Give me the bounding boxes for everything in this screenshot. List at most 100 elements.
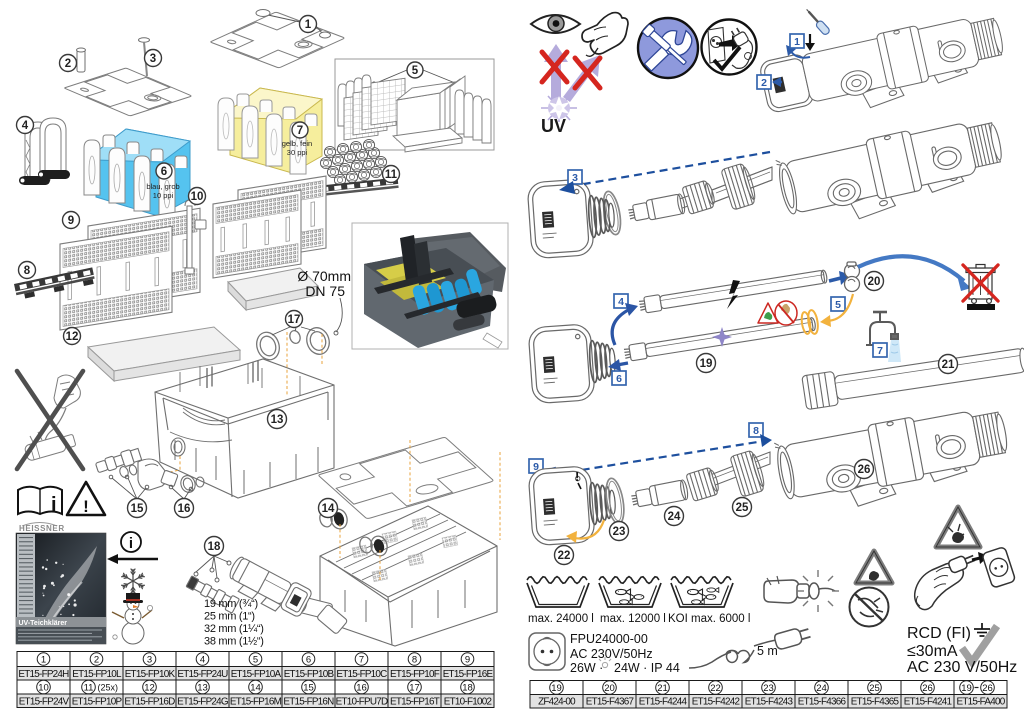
svg-text:8: 8 xyxy=(412,654,417,665)
svg-text:ET15-FP24H: ET15-FP24H xyxy=(18,669,69,680)
svg-text:9: 9 xyxy=(465,654,470,665)
svg-text:10: 10 xyxy=(38,682,49,693)
svg-text:9: 9 xyxy=(533,461,539,473)
svg-text:i: i xyxy=(129,535,133,552)
svg-text:15: 15 xyxy=(303,682,314,693)
svg-text:ET15-FP16M: ET15-FP16M xyxy=(230,697,282,708)
svg-text:19: 19 xyxy=(700,358,713,370)
svg-text:ET10-FPU7D: ET10-FPU7D xyxy=(336,697,388,708)
svg-text:6: 6 xyxy=(616,373,622,385)
svg-text:1: 1 xyxy=(794,36,800,48)
svg-text:3: 3 xyxy=(147,654,152,665)
svg-text:2: 2 xyxy=(65,58,71,70)
svg-text:23: 23 xyxy=(613,526,626,538)
svg-text:max. 24000 l: max. 24000 l xyxy=(528,613,594,625)
svg-text:ET15-F4365: ET15-F4365 xyxy=(851,697,900,708)
svg-text:i: i xyxy=(51,494,57,516)
svg-text:(25x): (25x) xyxy=(98,683,119,693)
svg-text:26: 26 xyxy=(982,683,993,694)
svg-text:ET15-FP24V: ET15-FP24V xyxy=(19,697,70,708)
svg-text:11: 11 xyxy=(385,169,398,181)
svg-text:ET15-FP16D: ET15-FP16D xyxy=(124,697,175,708)
svg-text:16: 16 xyxy=(178,503,191,515)
svg-text:8: 8 xyxy=(24,265,31,277)
svg-text:ET15-F4242: ET15-F4242 xyxy=(692,697,740,708)
svg-text:32 mm (1¼“): 32 mm (1¼“) xyxy=(204,623,264,635)
svg-text:ET15-FA400: ET15-FA400 xyxy=(957,697,1006,708)
svg-text:22: 22 xyxy=(558,550,571,562)
svg-text:5 m: 5 m xyxy=(757,644,778,658)
svg-text:38 mm (1½“): 38 mm (1½“) xyxy=(204,636,264,648)
svg-text:max. 12000 l: max. 12000 l xyxy=(600,613,666,625)
svg-text:15: 15 xyxy=(131,503,144,515)
svg-text:1: 1 xyxy=(41,654,46,665)
svg-text:22: 22 xyxy=(710,683,721,694)
svg-text:ET15-FP24U: ET15-FP24U xyxy=(177,669,228,680)
svg-text:ET15-F4244: ET15-F4244 xyxy=(639,697,688,708)
svg-text:ET10-F1002: ET10-F1002 xyxy=(444,697,492,708)
svg-text:ET15-FP10P: ET15-FP10P xyxy=(72,697,123,708)
svg-text:24W · IP 44: 24W · IP 44 xyxy=(614,661,680,675)
svg-text:5: 5 xyxy=(253,654,258,665)
svg-text:DN 75: DN 75 xyxy=(305,283,345,299)
svg-text:6: 6 xyxy=(161,166,167,178)
svg-text:19 mm (¾“): 19 mm (¾“) xyxy=(204,598,258,610)
svg-text:ET15-F4243: ET15-F4243 xyxy=(745,697,794,708)
svg-text:Ø 70mm: Ø 70mm xyxy=(297,268,351,284)
svg-text:14: 14 xyxy=(322,503,335,515)
svg-text:10 ppi: 10 ppi xyxy=(153,191,174,200)
svg-text:13: 13 xyxy=(197,682,208,693)
svg-text:ET15-F4366: ET15-F4366 xyxy=(798,697,847,708)
svg-text:19: 19 xyxy=(551,683,562,694)
svg-text:25 mm (1“): 25 mm (1“) xyxy=(204,611,255,623)
svg-text:ET15-FP16T: ET15-FP16T xyxy=(390,697,440,708)
svg-text:18: 18 xyxy=(208,541,221,553)
svg-text:gelb, fein: gelb, fein xyxy=(282,139,312,148)
svg-text:3: 3 xyxy=(150,53,156,65)
svg-text:17: 17 xyxy=(409,682,420,693)
svg-text:KOI max. 6000 l: KOI max. 6000 l xyxy=(668,613,750,625)
svg-text:13: 13 xyxy=(271,414,284,426)
svg-text:ZF424-00: ZF424-00 xyxy=(538,697,576,708)
svg-text:ET15-FP16N: ET15-FP16N xyxy=(283,697,334,708)
svg-text:ET15-FP24G: ET15-FP24G xyxy=(177,697,228,708)
svg-text:UV: UV xyxy=(541,116,566,136)
svg-text:14: 14 xyxy=(250,682,261,693)
svg-text:20: 20 xyxy=(604,683,615,694)
svg-text:24: 24 xyxy=(668,511,681,523)
svg-text:2: 2 xyxy=(761,77,767,89)
svg-text:24: 24 xyxy=(816,683,827,694)
svg-text:blau, grob: blau, grob xyxy=(146,182,179,191)
svg-text:5: 5 xyxy=(412,65,419,77)
svg-text:ET15-FP10C: ET15-FP10C xyxy=(336,669,387,680)
svg-text:23: 23 xyxy=(763,683,774,694)
svg-text:17: 17 xyxy=(288,314,301,326)
svg-text:5: 5 xyxy=(835,299,841,311)
svg-text:ET15-FP10B: ET15-FP10B xyxy=(284,669,335,680)
svg-text:19: 19 xyxy=(961,683,972,694)
svg-text:!: ! xyxy=(83,497,89,516)
svg-text:18: 18 xyxy=(462,682,473,693)
svg-text:26: 26 xyxy=(922,683,933,694)
svg-text:ET15-FP10K: ET15-FP10K xyxy=(125,669,176,680)
svg-text:≤30mA: ≤30mA xyxy=(907,643,958,660)
svg-text:20: 20 xyxy=(868,276,881,288)
svg-text:10: 10 xyxy=(191,191,204,203)
svg-text:ET15-FP10A: ET15-FP10A xyxy=(231,669,282,680)
svg-text:1: 1 xyxy=(305,19,312,31)
svg-text:HEISSNER: HEISSNER xyxy=(19,524,65,533)
svg-text:7: 7 xyxy=(297,125,303,137)
svg-text:ET15-FP16E: ET15-FP16E xyxy=(443,669,494,680)
svg-text:26W ·: 26W · xyxy=(570,661,603,675)
svg-text:2: 2 xyxy=(94,654,99,665)
svg-text:ET15-FP10F: ET15-FP10F xyxy=(390,669,440,680)
svg-text:11: 11 xyxy=(84,682,94,693)
svg-text:UV-Teichklärer: UV-Teichklärer xyxy=(19,620,68,627)
svg-text:16: 16 xyxy=(356,682,367,693)
svg-text:25: 25 xyxy=(736,502,749,514)
svg-text:4: 4 xyxy=(200,654,205,665)
svg-text:AC 230 V/50Hz: AC 230 V/50Hz xyxy=(907,659,1017,676)
svg-text:FPU24000-00: FPU24000-00 xyxy=(570,632,648,646)
svg-text:3: 3 xyxy=(572,172,578,184)
svg-text:12: 12 xyxy=(144,682,155,693)
